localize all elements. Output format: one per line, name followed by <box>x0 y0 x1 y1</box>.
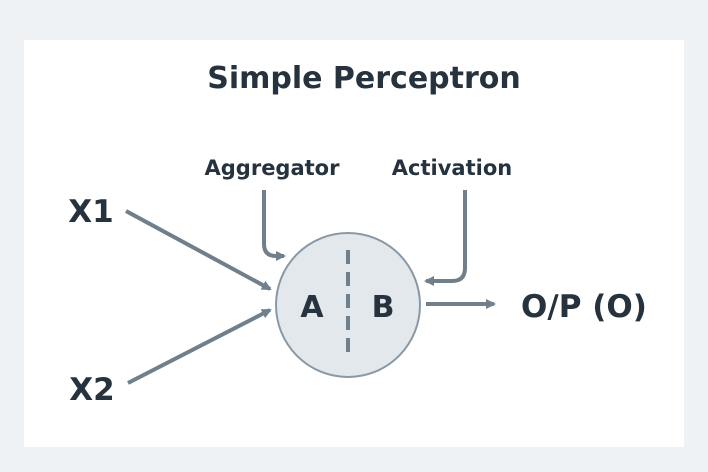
arrow-activation-to-neuron <box>424 190 467 286</box>
neuron-label-a: A <box>300 290 324 325</box>
arrow-x1-to-neuron <box>125 209 272 291</box>
output-label: O/P (O) <box>521 289 647 325</box>
input-label-x1: X1 <box>68 194 113 230</box>
aggregator-label: Aggregator <box>205 156 341 180</box>
diagram-title: Simple Perceptron <box>207 61 521 96</box>
activation-label: Activation <box>392 156 512 180</box>
arrow-aggregator-to-neuron <box>262 190 286 261</box>
arrow-x2-to-neuron <box>127 308 272 385</box>
neuron-label-b: B <box>372 290 395 325</box>
input-label-x2: X2 <box>69 372 114 408</box>
